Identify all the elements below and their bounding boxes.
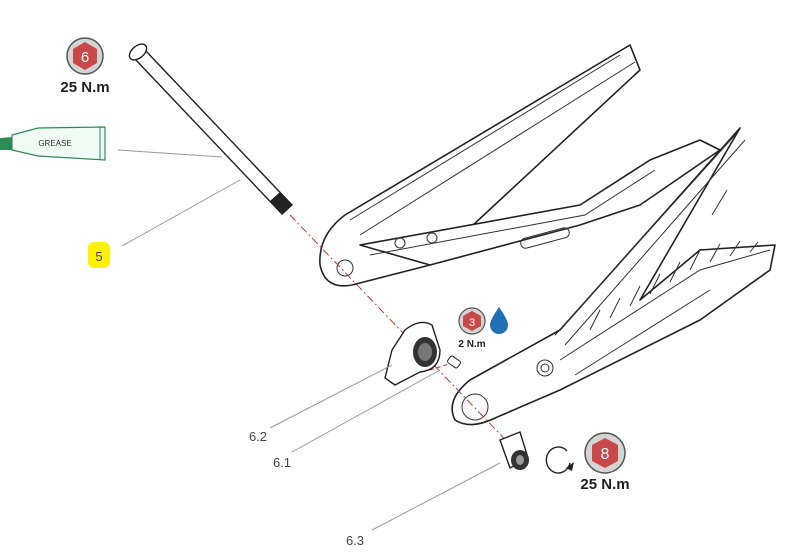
derailleur-hanger <box>384 321 441 386</box>
axle-nut <box>499 431 529 470</box>
torque-value: 25 N.m <box>580 476 629 493</box>
seat-stay <box>319 44 721 287</box>
chain-stay <box>451 127 776 426</box>
axle-thread <box>270 192 292 214</box>
grease-tube: GREASE <box>0 126 106 161</box>
torque-badge-6: 6 25 N.m <box>60 37 110 96</box>
svg-text:3: 3 <box>469 317 475 329</box>
leader-lines <box>117 149 501 531</box>
rotate-clockwise-icon <box>545 446 571 474</box>
svg-text:8: 8 <box>601 446 610 463</box>
thru-axle <box>128 43 294 215</box>
chainstay-ribs <box>589 240 759 331</box>
svg-text:6: 6 <box>81 49 89 66</box>
callout-part-6-1: 6.1 <box>273 455 291 470</box>
callout-highlight <box>88 242 110 268</box>
torque-badge-8: 8 25 N.m <box>545 432 630 493</box>
threadlocker-drop-icon <box>490 307 508 334</box>
torque-badge-3: 3 2 N.m <box>458 307 508 350</box>
torque-value: 25 N.m <box>60 79 109 96</box>
hanger-bolt <box>447 355 461 369</box>
callout-part-5: 5 <box>95 249 102 264</box>
callout-part-6-3: 6.3 <box>346 533 364 548</box>
callout-part-6-2: 6.2 <box>249 429 267 444</box>
grease-label: GREASE <box>38 139 71 148</box>
torque-value: 2 N.m <box>458 339 485 350</box>
